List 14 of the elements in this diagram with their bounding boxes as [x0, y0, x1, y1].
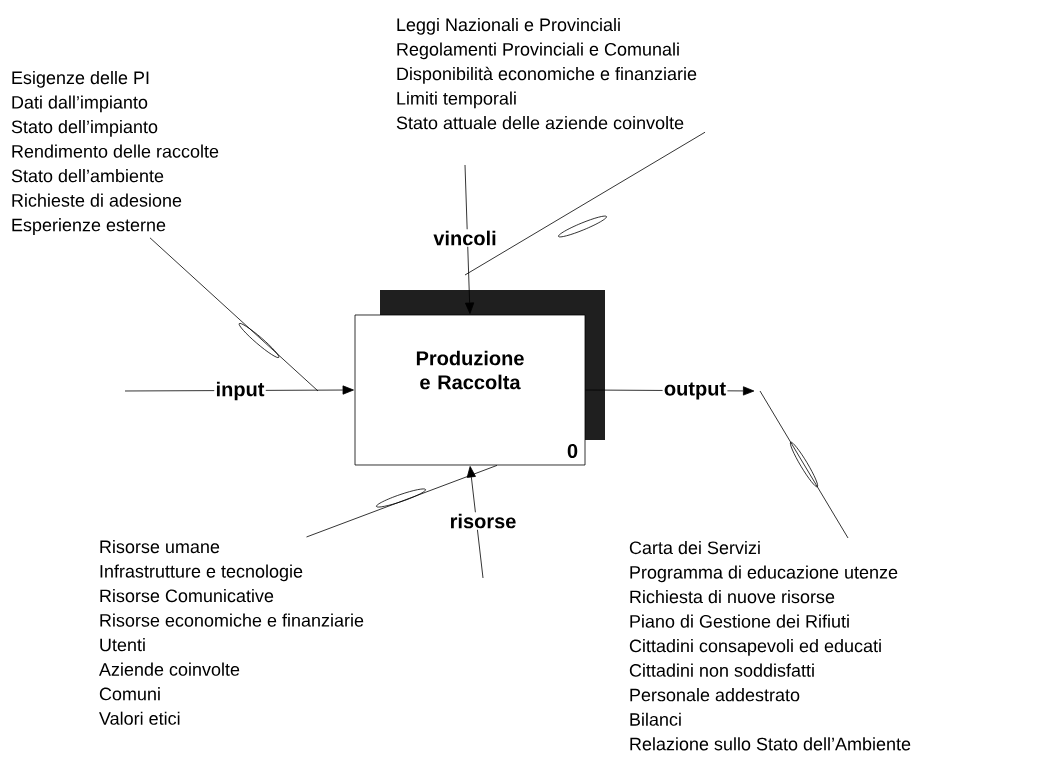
text-list: Risorse umane Infrastrutture e tecnologie Risorse Comunicative Risorse economiche e finanziarie Utenti Aziende coinvolte Comuni Valori etici [99, 539, 364, 725]
edge-label: output [662, 381, 728, 401]
leader-line [759, 390, 849, 539]
node-number: 0 [567, 443, 578, 459]
text-list: Esigenze delle PI Dati dall’impianto Stato dell’impianto Rendimento delle raccolte Stato dell’ambiente Richieste di adesione Esperienze esterne [11, 70, 219, 235]
text-list: Carta dei Servizi Programma di educazione utenze Richiesta di nuove risorse Piano di Gestione dei Rifiuti Cittadini consapevoli ed educati Cittadini non soddisfatti Personale addestrato Bilanci Relazione sullo Stato dell’Ambiente [629, 540, 911, 751]
leader-line [306, 465, 498, 538]
arrow [464, 164, 475, 314]
leader-line [149, 237, 319, 392]
text-list: Leggi Nazionali e Provinciali Regolamenti Provinciali e Comunali Disponibilità economiche e finanziarie Limiti temporali Stato attuale delle aziende coinvolte [396, 17, 697, 130]
leader-line [464, 131, 706, 276]
edge-label: input [214, 380, 266, 402]
edge-label: vincoli [432, 229, 498, 247]
edge-label: risorse [448, 512, 518, 530]
